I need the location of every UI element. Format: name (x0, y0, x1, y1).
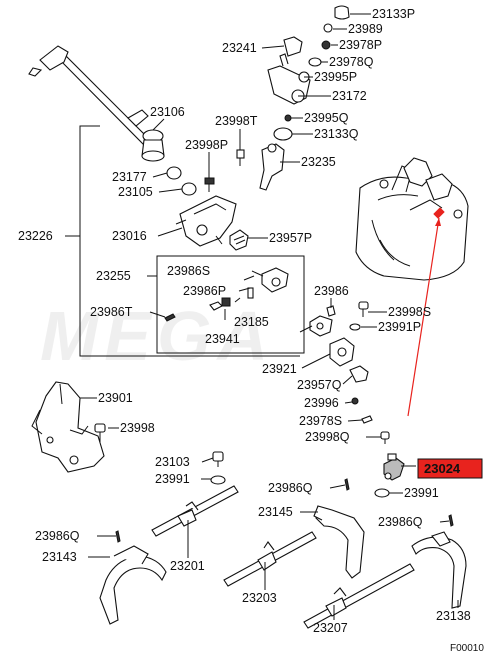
label-23226: 23226 (18, 229, 53, 243)
nut-part (321, 40, 331, 50)
highlight-spot (433, 207, 445, 219)
pin-23986t (164, 313, 176, 322)
label-23996: 23996 (304, 396, 339, 410)
label-23016: 23016 (112, 229, 147, 243)
bracket-23957q (329, 337, 355, 367)
label-23991-a: 23991 (155, 472, 190, 486)
boot-part (141, 129, 165, 162)
label-23986q-2: 23986Q (378, 515, 423, 529)
label-23986q-3: 23986Q (35, 529, 80, 543)
locator-arrow (407, 217, 440, 417)
label-23172: 23172 (332, 89, 367, 103)
label-23978p: 23978P (339, 38, 382, 52)
washer-23991a (210, 475, 226, 485)
label-23998p: 23998P (185, 138, 228, 152)
washer-23991p (349, 323, 361, 331)
label-23957p: 23957P (269, 231, 312, 245)
cap-part (334, 5, 350, 20)
bolt-23998 (94, 423, 106, 442)
locator-arrowhead (435, 218, 441, 226)
label-23989: 23989 (348, 22, 383, 36)
washer-23991b (374, 488, 390, 498)
highlight-box-23024 (417, 458, 483, 479)
diagram-code: F00010 (450, 643, 484, 654)
label-23105: 23105 (118, 185, 153, 199)
washer-part (308, 57, 322, 67)
shift-rail-23203 (223, 531, 317, 587)
bolt-23998p (204, 177, 215, 192)
pin-23986q-1 (344, 478, 350, 491)
pin-23986q-2 (448, 514, 454, 527)
nut-23996 (351, 397, 359, 405)
detent-parts (209, 267, 289, 311)
shift-rail-23201 (151, 485, 239, 537)
shift-lever-part (259, 143, 285, 191)
bushing-23177 (166, 166, 182, 180)
label-23998s: 23998S (388, 305, 431, 319)
label-23998q: 23998Q (305, 430, 350, 444)
plug-23103 (212, 451, 224, 467)
label-23995p: 23995P (314, 70, 357, 84)
label-23986: 23986 (314, 284, 349, 298)
label-23138: 23138 (436, 609, 471, 623)
bolt-23998s (358, 301, 369, 317)
label-23207: 23207 (313, 621, 348, 635)
pin-23986q-3 (115, 530, 121, 543)
watermark: MEGA (40, 297, 274, 375)
label-23106: 23106 (150, 105, 185, 119)
label-23201: 23201 (170, 559, 205, 573)
label-23241: 23241 (222, 41, 257, 55)
label-23103: 23103 (155, 455, 190, 469)
shift-rail-23207 (303, 563, 415, 629)
label-23921: 23921 (262, 362, 297, 376)
label-23995q: 23995Q (304, 111, 349, 125)
label-23986q-1: 23986Q (268, 481, 313, 495)
label-23986s: 23986S (167, 264, 210, 278)
label-23998: 23998 (120, 421, 155, 435)
bracket-23901-part (31, 381, 105, 473)
block-23921 (309, 315, 333, 337)
label-23145: 23145 (258, 505, 293, 519)
sub-assembly-box (156, 255, 305, 354)
sensor-23024-part (383, 453, 405, 481)
small-nut-part (284, 114, 292, 122)
shift-housing-part (175, 195, 237, 247)
spring-cap-part (229, 229, 249, 251)
label-23978q: 23978Q (329, 55, 374, 69)
label-23901: 23901 (98, 391, 133, 405)
label-23941: 23941 (205, 332, 240, 346)
label-23998t: 23998T (215, 114, 258, 128)
label-23986t: 23986T (90, 305, 133, 319)
select-lever-part (267, 53, 311, 105)
ring-part (323, 23, 333, 33)
clip-23978s (361, 415, 373, 424)
oring-part (273, 127, 293, 141)
shift-fork-23143 (99, 545, 167, 625)
shift-fork-23138 (411, 531, 467, 609)
label-23255: 23255 (96, 269, 131, 283)
label-23991p: 23991P (378, 320, 421, 334)
label-23133p: 23133P (372, 7, 415, 21)
label-23024: 23024 (424, 461, 461, 476)
cap-23957q (349, 365, 369, 383)
shift-fork-23145 (313, 505, 365, 579)
label-23235: 23235 (301, 155, 336, 169)
label-23143: 23143 (42, 550, 77, 564)
transmission-case-part (355, 157, 469, 281)
bolt-23998t (236, 149, 245, 166)
label-23133q: 23133Q (314, 127, 359, 141)
label-23978s: 23978S (299, 414, 342, 428)
control-rod-part (28, 45, 152, 147)
label-23986p: 23986P (183, 284, 226, 298)
bushing-23105 (181, 182, 197, 196)
bolt-23998q (380, 431, 390, 444)
leader-lines (65, 13, 459, 620)
label-23185: 23185 (234, 315, 269, 329)
label-23991-b: 23991 (404, 486, 439, 500)
label-23177: 23177 (112, 170, 147, 184)
label-23203: 23203 (242, 591, 277, 605)
label-23957q: 23957Q (297, 378, 342, 392)
bracket-small-part (283, 36, 303, 57)
